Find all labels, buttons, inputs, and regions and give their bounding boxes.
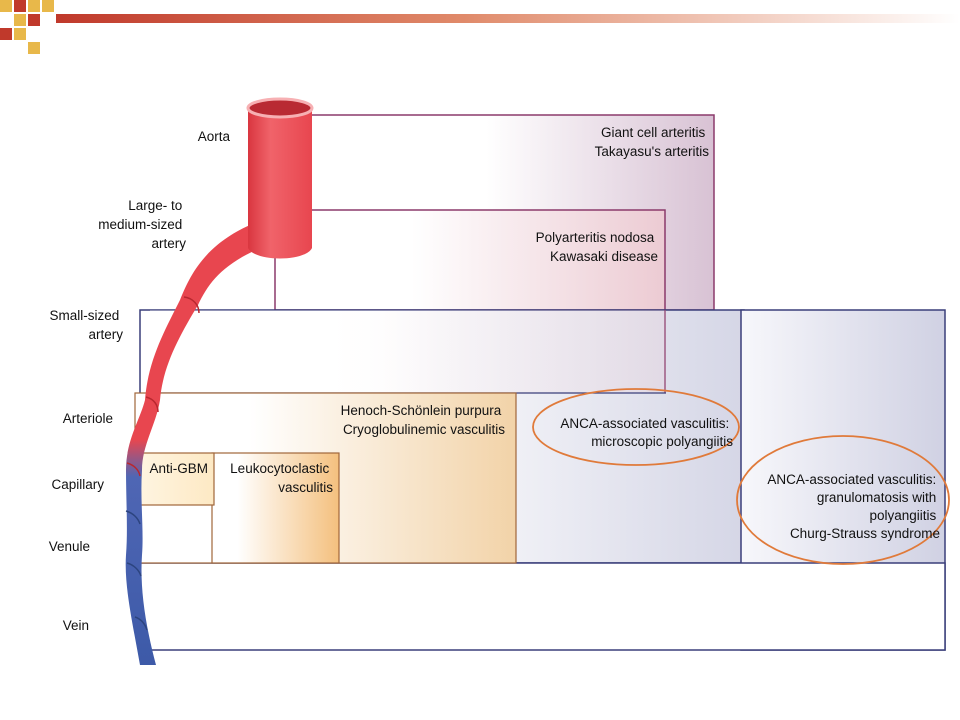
medium-vessel-diseases: Polyarteritis nodosa Kawasaki disease xyxy=(536,230,658,264)
label-large-medium-artery: Large- to medium-sized artery xyxy=(98,198,186,251)
mpa-highlight-circle xyxy=(532,388,740,466)
header-square xyxy=(28,14,40,26)
label-venule: Venule xyxy=(49,539,90,554)
gpa-highlight-circle xyxy=(736,435,950,565)
aorta-segment xyxy=(248,108,312,259)
header-square xyxy=(14,14,26,26)
label-small-artery: Small-sized artery xyxy=(49,308,123,342)
label-aorta: Aorta xyxy=(198,129,231,144)
small-artery-row xyxy=(150,310,666,393)
vessel-ridges xyxy=(126,296,200,477)
anti-gbm-panel xyxy=(129,452,215,506)
header-bar xyxy=(56,14,960,23)
slide-header-decoration xyxy=(0,0,960,54)
label-arteriole: Arteriole xyxy=(63,411,113,426)
large-vessel-diseases: Giant cell arteritis Takayasu's arteriti… xyxy=(595,125,710,159)
leukocytoclastic-panel xyxy=(211,452,340,564)
immune-complex-diseases: Henoch-Schönlein purpura Cryoglobulinemi… xyxy=(341,403,506,437)
vein-panel xyxy=(139,562,946,651)
anti-gbm-label: Anti-GBM xyxy=(149,461,208,476)
header-square xyxy=(0,0,12,12)
header-square xyxy=(14,0,26,12)
medium-vessel-panel xyxy=(274,209,666,311)
anca-gpa-label: ANCA-associated vasculitis: granulomatos… xyxy=(767,472,940,541)
header-square xyxy=(28,0,40,12)
label-vein: Vein xyxy=(63,618,89,633)
header-square xyxy=(28,42,40,54)
label-capillary: Capillary xyxy=(51,477,104,492)
leukocytoclastic-label: Leukocytoclastic vasculitis xyxy=(230,461,333,495)
anca-mpa-label: ANCA-associated vasculitis: microscopic … xyxy=(560,416,733,449)
aorta-lumen xyxy=(246,97,314,119)
header-square xyxy=(0,28,12,40)
header-square xyxy=(42,0,54,12)
header-square xyxy=(14,28,26,40)
